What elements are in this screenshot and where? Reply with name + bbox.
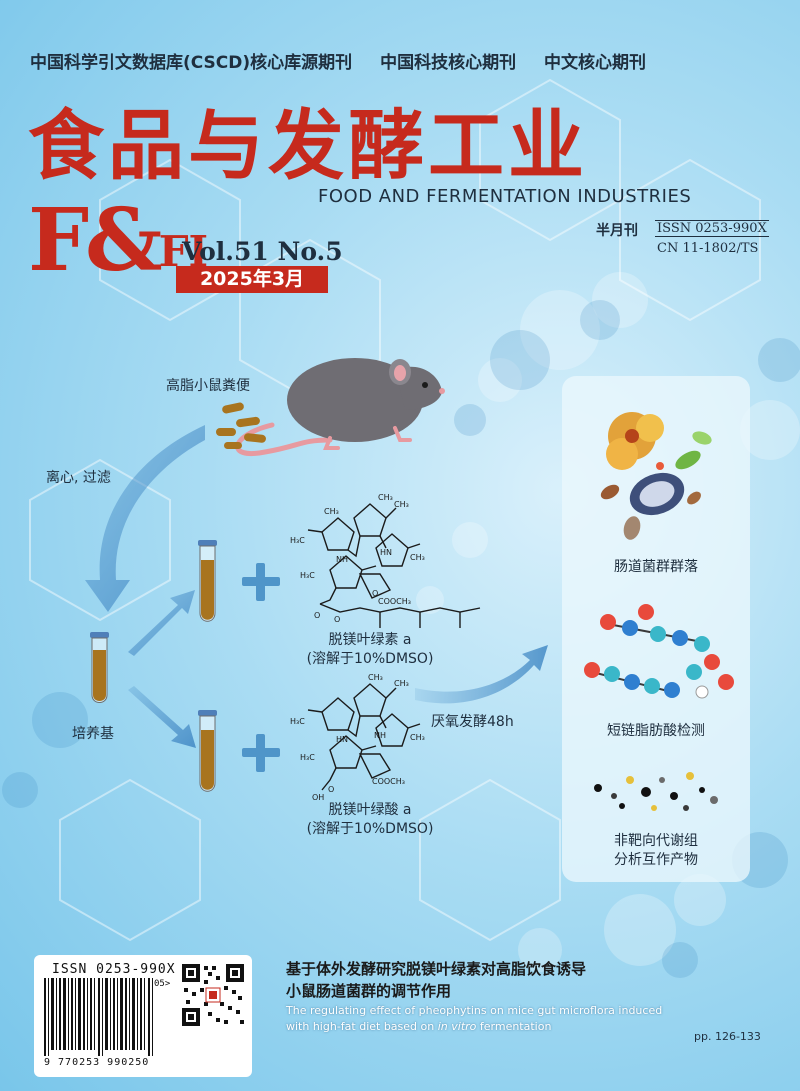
chemical-labels-pheophytin: CH₃ CH₃ CH₃ H₃C HN NH CH₃ H₃C O COOCH₃ O… [290, 493, 425, 624]
result-community: 肠道菌群群落 [614, 559, 698, 575]
article-title-en-line2-a: with high-fat diet based on [286, 1020, 438, 1033]
chemical-structure-pheophytin [307, 503, 481, 628]
feces-pellets [216, 402, 266, 449]
svg-text:H₃C: H₃C [290, 536, 305, 545]
result-metabolomics-line2: 分析互作产物 [614, 852, 698, 868]
svg-text:CH₃: CH₃ [410, 733, 425, 742]
test-tube-top [198, 540, 217, 622]
compound-a-caption: 脱镁叶绿素 a (溶解于10%DMSO) [290, 631, 450, 669]
medium-label: 培养基 [72, 726, 114, 742]
barcode-number: 9 770253 990250 [44, 1057, 150, 1068]
issue-date: 2025年3月 [176, 266, 328, 293]
arrow-to-results [415, 645, 548, 704]
svg-text:NH: NH [374, 731, 386, 740]
category-chinese-core: 中文核心期刊 [544, 53, 647, 73]
svg-text:O: O [328, 785, 334, 794]
mouse-illustration [235, 358, 445, 456]
chemical-labels-pheophorbide: CH₃ CH₃ H₃C NH HN CH₃ H₃C COOCH₃ OH O [290, 673, 425, 802]
svg-text:COOCH₃: COOCH₃ [378, 597, 411, 606]
result-metabolomics-line1: 非靶向代谢组 [614, 833, 698, 849]
svg-text:H₃C: H₃C [300, 753, 315, 762]
svg-text:O: O [314, 611, 320, 620]
journal-title-en: FOOD AND FERMENTATION INDUSTRIES [318, 186, 692, 207]
indexing-categories: 中国科学引文数据库(CSCD)核心库源期刊 中国科技核心期刊 中文核心期刊 [30, 48, 770, 73]
pages-prefix: pp. [694, 1030, 712, 1043]
bacteria-icon [600, 412, 712, 540]
svg-text:NH: NH [336, 555, 348, 564]
compound-a-solvent: (溶解于10%DMSO) [306, 651, 434, 667]
article-title-en: The regulating effect of pheophytins on … [286, 1003, 706, 1035]
category-cscd: 中国科学引文数据库(CSCD)核心库源期刊 [30, 53, 353, 73]
barcode-suffix: 05> [154, 979, 171, 989]
svg-text:O: O [372, 589, 378, 598]
article-title-en-line2: with high-fat diet based on in vitro fer… [286, 1019, 706, 1035]
issn: ISSN 0253-990X [655, 220, 769, 237]
arrow-to-tube-top [128, 590, 195, 656]
svg-text:COOCH₃: COOCH₃ [372, 777, 405, 786]
barcode-issn: ISSN 0253-990X [52, 962, 176, 977]
journal-title-cn: 食品与发酵工业 [28, 101, 588, 190]
arrow-to-medium [85, 425, 205, 612]
compound-b-solvent: (溶解于10%DMSO) [306, 821, 434, 837]
test-tube-bottom [198, 710, 217, 792]
volume-number: Vol.51 No.5 [182, 237, 343, 266]
category-tech-core: 中国科技核心期刊 [380, 53, 517, 73]
centrifuge-label: 离心, 过滤 [46, 470, 111, 486]
svg-text:CH₃: CH₃ [324, 507, 339, 516]
pages-value: 126-133 [714, 1030, 761, 1043]
mouse-feces-label: 高脂小鼠粪便 [166, 378, 250, 394]
fermentation-label: 厌氧发酵48h [431, 714, 514, 730]
compound-b-caption: 脱镁叶绿酸 a (溶解于10%DMSO) [290, 801, 450, 839]
compound-b-name: 脱镁叶绿酸 a [328, 802, 412, 818]
svg-text:CH₃: CH₃ [368, 673, 383, 682]
arrow-to-tube-bottom [128, 686, 196, 748]
article-title-en-line2-b: fermentation [476, 1020, 552, 1033]
compound-a-name: 脱镁叶绿素 a [328, 632, 412, 648]
svg-text:O: O [334, 615, 340, 624]
qr-code-icon [180, 962, 246, 1028]
article-title-en-line1: The regulating effect of pheophytins on … [286, 1004, 663, 1017]
result-scfa: 短链脂肪酸检测 [607, 723, 705, 739]
plus-icon [242, 563, 280, 601]
barcode-icon [44, 978, 153, 1056]
logo-fi: FI [158, 227, 209, 276]
article-title-cn-line2: 小鼠肠道菌群的调节作用 [286, 982, 452, 1000]
svg-text:H₃C: H₃C [290, 717, 305, 726]
test-tube-medium [90, 632, 109, 703]
journal-logo: F&FI [28, 198, 208, 284]
cn-number: CN 11-1802/TS [657, 241, 759, 256]
metabolite-dots-icon [594, 772, 718, 811]
svg-text:HN: HN [380, 548, 392, 557]
article-title-cn-line1: 基于体外发酵研究脱镁叶绿素对高脂饮食诱导 [286, 960, 587, 978]
svg-text:H₃C: H₃C [300, 571, 315, 580]
svg-text:CH₃: CH₃ [378, 493, 393, 502]
svg-text:CH₃: CH₃ [394, 500, 409, 509]
article-title-en-italic: in vitro [437, 1020, 477, 1033]
svg-text:OH: OH [312, 793, 324, 802]
svg-text:HN: HN [336, 735, 348, 744]
results-graphics [584, 412, 734, 811]
frequency: 半月刊 [596, 223, 638, 239]
logo-main: F& [28, 190, 163, 291]
plus-icon [242, 734, 280, 772]
page-range: pp. 126-133 [694, 1030, 761, 1043]
molecule-icon [584, 604, 734, 699]
article-title-cn: 基于体外发酵研究脱镁叶绿素对高脂饮食诱导 小鼠肠道菌群的调节作用 [286, 958, 706, 1002]
result-metabolomics: 非靶向代谢组 分析互作产物 [562, 832, 750, 870]
chemical-structure-pheophorbide [307, 683, 421, 791]
svg-text:CH₃: CH₃ [410, 553, 425, 562]
svg-text:CH₃: CH₃ [394, 679, 409, 688]
